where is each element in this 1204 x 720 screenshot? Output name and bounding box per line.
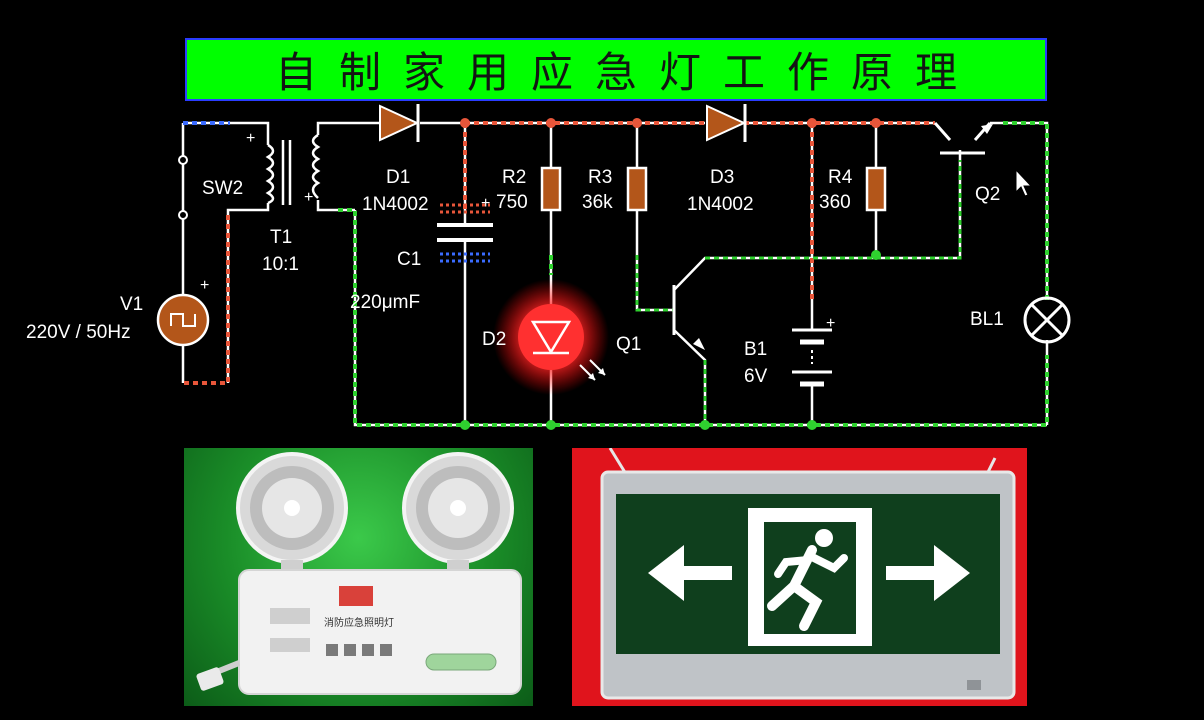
label-b1: B1 [744, 339, 767, 360]
circuit-diagram: + + + + [26, 104, 1071, 430]
wires [181, 121, 1049, 427]
label-d1-part: 1N4002 [362, 194, 429, 215]
label-d3-part: 1N4002 [687, 194, 754, 215]
switch-sw2 [178, 155, 188, 220]
emergency-light-illustration [196, 452, 522, 695]
resistor-r4 [865, 166, 887, 212]
svg-text:+: + [246, 130, 255, 147]
lamp-head-left [236, 452, 348, 576]
svg-text:+: + [481, 195, 490, 212]
label-q2: Q2 [975, 184, 1000, 205]
transistor-q1 [672, 285, 705, 350]
label-b1-value: 6V [744, 366, 768, 387]
cursor-icon [1015, 168, 1033, 197]
label-t1: T1 [270, 227, 292, 248]
title-bar: 自制家用应急灯工作原理 [185, 38, 1047, 101]
label-c1-value: 220μmF [350, 292, 420, 313]
indicator-window [425, 653, 497, 671]
label-r2-value: 750 [496, 192, 528, 213]
arrow-right-icon [886, 545, 970, 601]
label-d2: D2 [482, 329, 506, 350]
page-title: 自制家用应急灯工作原理 [274, 48, 979, 97]
junction-dots [460, 118, 881, 430]
lamp-head-right [402, 452, 514, 576]
label-c1: C1 [397, 249, 421, 270]
light-panel-text: 消防应急照明灯 [324, 618, 394, 629]
diode-d1 [379, 104, 420, 142]
ac-source-v1: + [156, 277, 209, 347]
label-v1: V1 [120, 294, 143, 315]
label-t1-ratio: 10:1 [262, 254, 299, 275]
current-flow [183, 121, 1049, 427]
label-q1: Q1 [616, 334, 641, 355]
exit-sign-photo [572, 448, 1027, 706]
resistor-r2 [540, 166, 562, 212]
brand-logo [339, 586, 373, 606]
label-r4: R4 [828, 167, 853, 188]
label-r4-value: 360 [819, 192, 851, 213]
transistor-q2 [933, 122, 993, 155]
light-housing [238, 569, 522, 695]
capacitor-c1: + [437, 195, 493, 263]
emergency-light-photo: 消防应急照明灯 [184, 448, 533, 706]
arrow-left-icon [648, 545, 732, 601]
lamp-bl1 [1023, 296, 1071, 344]
label-bl1: BL1 [970, 309, 1004, 330]
resistor-r3 [626, 166, 648, 212]
svg-text:+: + [200, 277, 209, 294]
exit-sign-illustration [600, 448, 1016, 700]
running-man-icon [748, 508, 872, 646]
label-d1: D1 [386, 167, 410, 188]
label-r3-value: 36k [582, 192, 613, 213]
svg-text:+: + [826, 315, 835, 332]
led-d2 [493, 279, 609, 395]
transformer-t1 [265, 133, 321, 205]
label-r2: R2 [502, 167, 526, 188]
label-r3: R3 [588, 167, 612, 188]
diode-d3 [706, 104, 747, 142]
battery-b1 [792, 328, 832, 387]
svg-text:+: + [304, 189, 313, 206]
label-v1-spec: 220V / 50Hz [26, 322, 131, 343]
label-sw2: SW2 [202, 178, 243, 199]
label-d3: D3 [710, 167, 734, 188]
